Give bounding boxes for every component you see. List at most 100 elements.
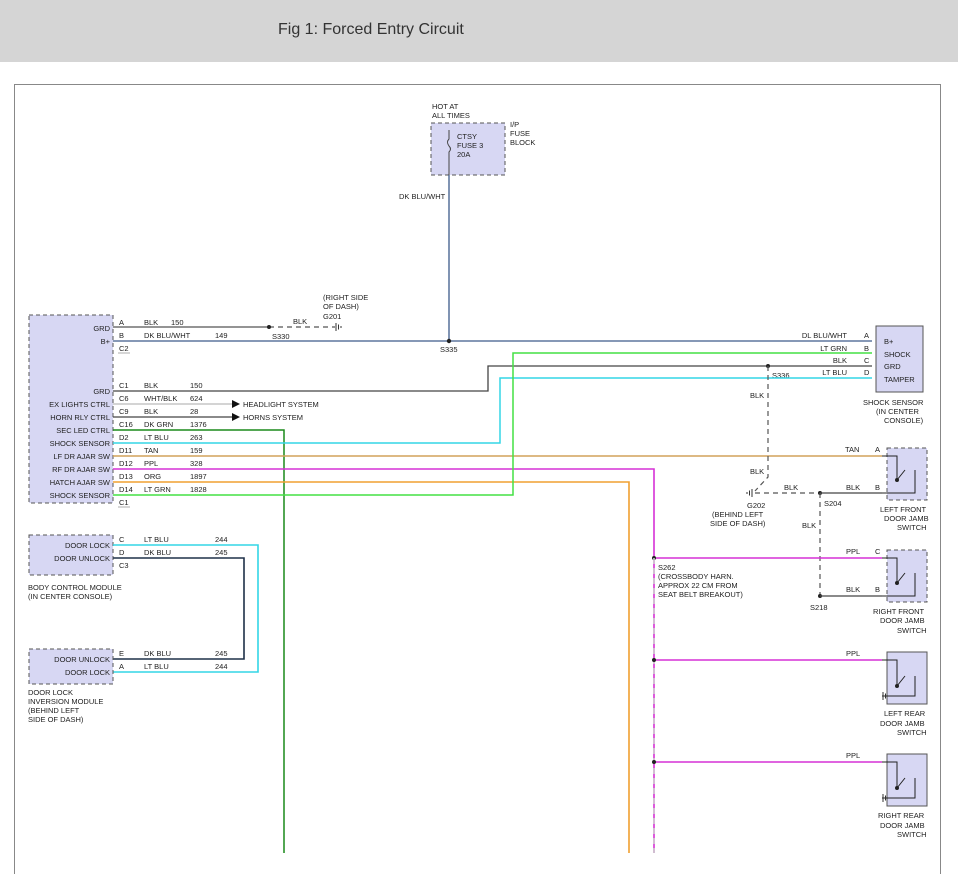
circuit-number: 149 — [215, 331, 228, 340]
figure-title: Fig 1: Forced Entry Circuit — [278, 21, 464, 38]
s262-name: S262 — [658, 563, 676, 572]
wire-door-unlock — [113, 557, 245, 660]
fuse-wire-label: DK BLU/WHT — [399, 192, 446, 201]
bcm-pin-letter: C1 — [119, 498, 129, 507]
wire-color: LT BLU — [144, 535, 169, 544]
bcm-pin-name-door-unlock-2: DOOR UNLOCK — [54, 554, 110, 563]
shock-pin-name: SHOCK — [884, 350, 911, 359]
dlim-label-4: SIDE OF DASH) — [28, 715, 84, 724]
shock-pin-name: TAMPER — [884, 375, 915, 384]
splice-s218-label: S218 — [810, 603, 828, 612]
lf-blk-label: BLK — [846, 483, 860, 492]
wire-shock-d14 — [113, 352, 872, 496]
rf-ppl-label: PPL — [846, 547, 860, 556]
lf-pin-b: B — [875, 483, 880, 492]
bcm-pin-letter: D13 — [119, 472, 133, 481]
circuit-number: 150 — [171, 318, 184, 327]
fuse-block-label-2: FUSE — [510, 129, 530, 138]
splice-s330-dot — [267, 325, 271, 329]
circuit-number: 150 — [190, 381, 203, 390]
bcm-pin-letter: C6 — [119, 394, 129, 403]
shock-wire-label: LT BLU — [822, 368, 847, 377]
shock-pin-name: B+ — [884, 337, 894, 346]
wire-color: TAN — [144, 446, 158, 455]
bcm-pin-letter: D14 — [119, 485, 133, 494]
lr-switch-icon — [882, 659, 916, 697]
dlim-label-1: DOOR LOCK — [28, 688, 73, 697]
bcm-pin-letter: D — [119, 548, 125, 557]
diagram-frame — [14, 84, 941, 874]
lf-pin-a: A — [875, 445, 880, 454]
s218-wire-label: BLK — [802, 521, 816, 530]
shock-pin-letter: A — [864, 331, 869, 340]
bcm-box-lower — [28, 534, 114, 576]
rr-switch-label-1: RIGHT REAR — [878, 811, 925, 820]
wire-door-lock — [113, 544, 259, 673]
shock-pin-letter: C — [864, 356, 870, 365]
rr-door-jamb-switch-box — [886, 753, 928, 807]
dlim-pin-letter: E — [119, 649, 124, 658]
wire-color: DK GRN — [144, 420, 173, 429]
fuse-name-2: FUSE 3 — [457, 141, 483, 150]
lf-door-jamb-switch-box — [886, 447, 928, 501]
dlim-label-3: (BEHIND LEFT — [28, 706, 80, 715]
bcm-pin-name-door-lock-2: DOOR LOCK — [65, 541, 110, 550]
shock-pin-letter: D — [864, 368, 870, 377]
bcm-pin-name-sec-led: SEC LED CTRL — [56, 426, 110, 435]
ground-g201-icon — [335, 323, 342, 331]
wire-color: BLK — [144, 407, 158, 416]
wire-shock-d2 — [113, 377, 872, 444]
dlim-label-2: INVERSION MODULE — [28, 697, 103, 706]
g201-label-1: (RIGHT SIDE — [323, 293, 368, 302]
dlim-pin-name-lock: DOOR LOCK — [65, 668, 110, 677]
ground-lr-icon — [882, 692, 886, 700]
wire-hatch — [113, 481, 630, 853]
g201-wire-label: BLK — [293, 317, 307, 326]
fuse-rating: 20A — [457, 150, 470, 159]
wire-color: LT BLU — [144, 433, 169, 442]
g202-vwire-label: BLK — [750, 467, 764, 476]
wire-color: PPL — [144, 459, 158, 468]
g202-label-1: (BEHIND LEFT — [712, 510, 764, 519]
fuse-name-1: CTSY — [457, 132, 477, 141]
circuit-number: 263 — [190, 433, 203, 442]
fuse-symbol-icon — [447, 130, 451, 175]
g202-label-2: SIDE OF DASH) — [710, 519, 766, 528]
bcm-pin-letter: C16 — [119, 420, 133, 429]
rr-ppl-label: PPL — [846, 751, 860, 760]
arrow-right-icon — [232, 400, 240, 408]
shock-sensor-label-1: SHOCK SENSOR — [863, 398, 924, 407]
bcm-pin-letter: D11 — [119, 446, 132, 455]
wire-color: BLK — [144, 318, 158, 327]
circuit-number: 244 — [215, 662, 228, 671]
circuit-number: 159 — [190, 446, 203, 455]
s262-label-1: (CROSSBODY HARN. — [658, 572, 734, 581]
g202-name: G202 — [747, 501, 765, 510]
bcm-pin-name-grd-a: GRD — [93, 324, 110, 333]
headlight-system-label: HEADLIGHT SYSTEM — [243, 400, 319, 409]
rf-pin-c: C — [875, 547, 881, 556]
rf-door-jamb-switch-box — [886, 549, 928, 603]
bcm-label-1: BODY CONTROL MODULE — [28, 583, 122, 592]
header-bar: Fig 1: Forced Entry Circuit — [0, 0, 958, 62]
bcm-pin-letter: A — [119, 318, 124, 327]
rf-switch-label-1: RIGHT FRONT — [873, 607, 925, 616]
dlim-pin-name-unlock: DOOR UNLOCK — [54, 655, 110, 664]
bcm-pin-name-horn: HORN RLY CTRL — [50, 413, 110, 422]
circuit-number: 28 — [190, 407, 198, 416]
circuit-number: 1828 — [190, 485, 207, 494]
lf-switch-label-3: SWITCH — [897, 523, 927, 532]
bcm-label-2: (IN CENTER CONSOLE) — [28, 592, 113, 601]
bcm-pin-name-lf-ajar: LF DR AJAR SW — [53, 452, 111, 461]
circuit-number: 624 — [190, 394, 203, 403]
splice-s335-dot — [446, 338, 452, 344]
rf-blk-label: BLK — [846, 585, 860, 594]
wire-sec-led — [113, 429, 285, 853]
shock-wire-label: LT GRN — [820, 344, 847, 353]
shock-pin-letter: B — [864, 344, 869, 353]
lf-switch-label-2: DOOR JAMB — [884, 514, 929, 523]
fuse-block-box — [430, 122, 506, 176]
rf-switch-label-2: DOOR JAMB — [880, 616, 925, 625]
wire-rf-ajar — [113, 468, 655, 853]
splice-s204-label: S204 — [824, 499, 842, 508]
